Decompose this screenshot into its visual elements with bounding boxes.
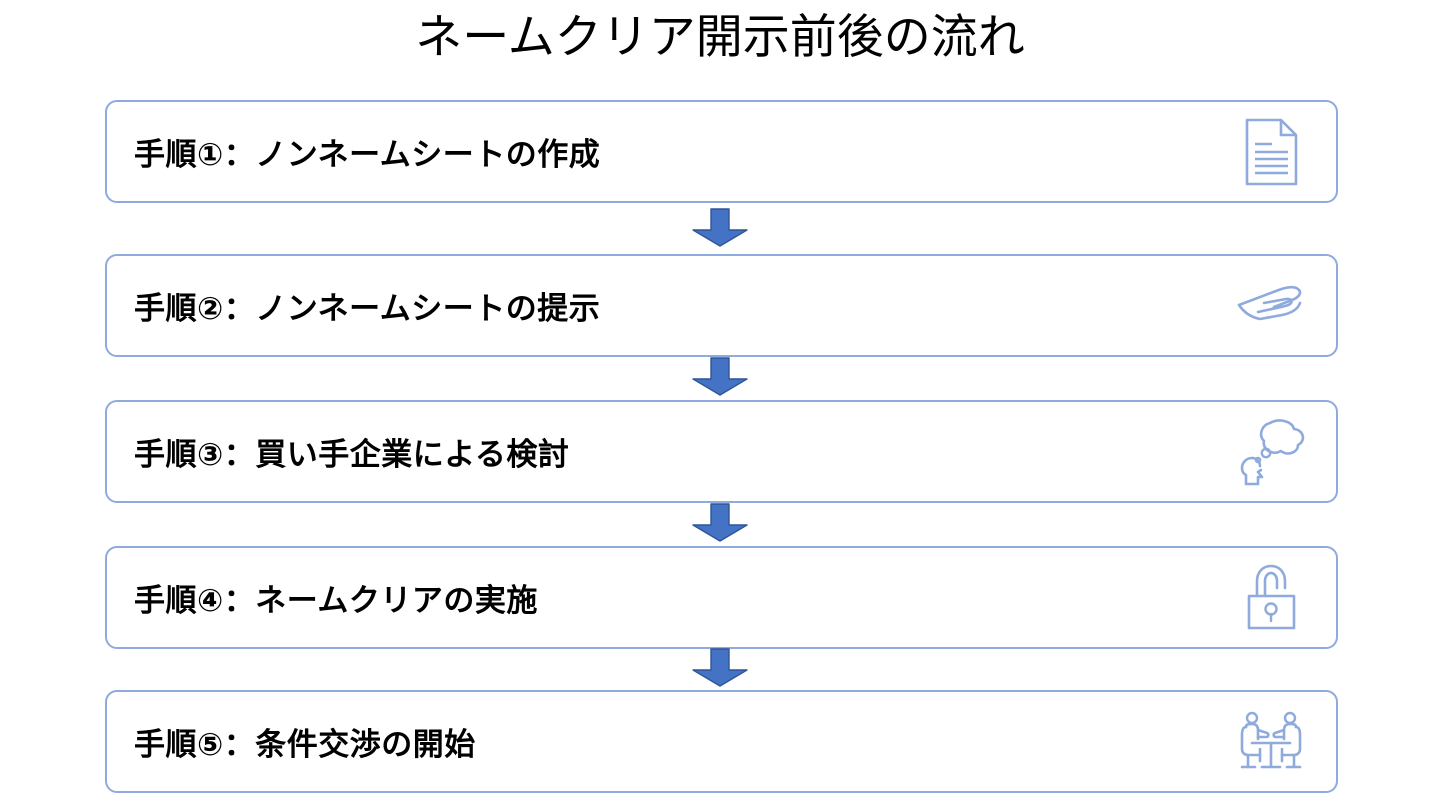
open-hand-icon [1237, 285, 1302, 320]
step-box-1[interactable]: 手順①：ノンネームシートの作成 [105, 100, 1338, 203]
unlocked-padlock-icon [1247, 564, 1296, 629]
step-label-5: 手順⑤：条件交渉の開始 [134, 727, 476, 762]
step-box-5[interactable]: 手順⑤：条件交渉の開始 [105, 690, 1338, 793]
step-box-3[interactable]: 手順③：買い手企業による検討 [105, 400, 1338, 503]
step-box-2[interactable]: 手順②：ノンネームシートの提示 [105, 254, 1338, 357]
arrow-step3-to-step4 [692, 503, 748, 542]
arrow-step1-to-step2 [692, 208, 748, 247]
document-page-icon [1245, 118, 1298, 185]
two-people-at-table-icon [1240, 711, 1302, 768]
head-thought-bubble-icon [1240, 418, 1305, 485]
page-title: ネームクリア開示前後の流れ [415, 10, 1025, 63]
arrow-step2-to-step3 [692, 357, 748, 396]
step-label-2: 手順②：ノンネームシートの提示 [134, 291, 601, 326]
step-label-1: 手順①：ノンネームシートの作成 [134, 137, 601, 172]
step-box-4[interactable]: 手順④：ネームクリアの実施 [105, 546, 1338, 649]
step-label-4: 手順④：ネームクリアの実施 [134, 583, 538, 618]
step-label-3: 手順③：買い手企業による検討 [134, 437, 570, 472]
arrow-step4-to-step5 [692, 648, 748, 687]
